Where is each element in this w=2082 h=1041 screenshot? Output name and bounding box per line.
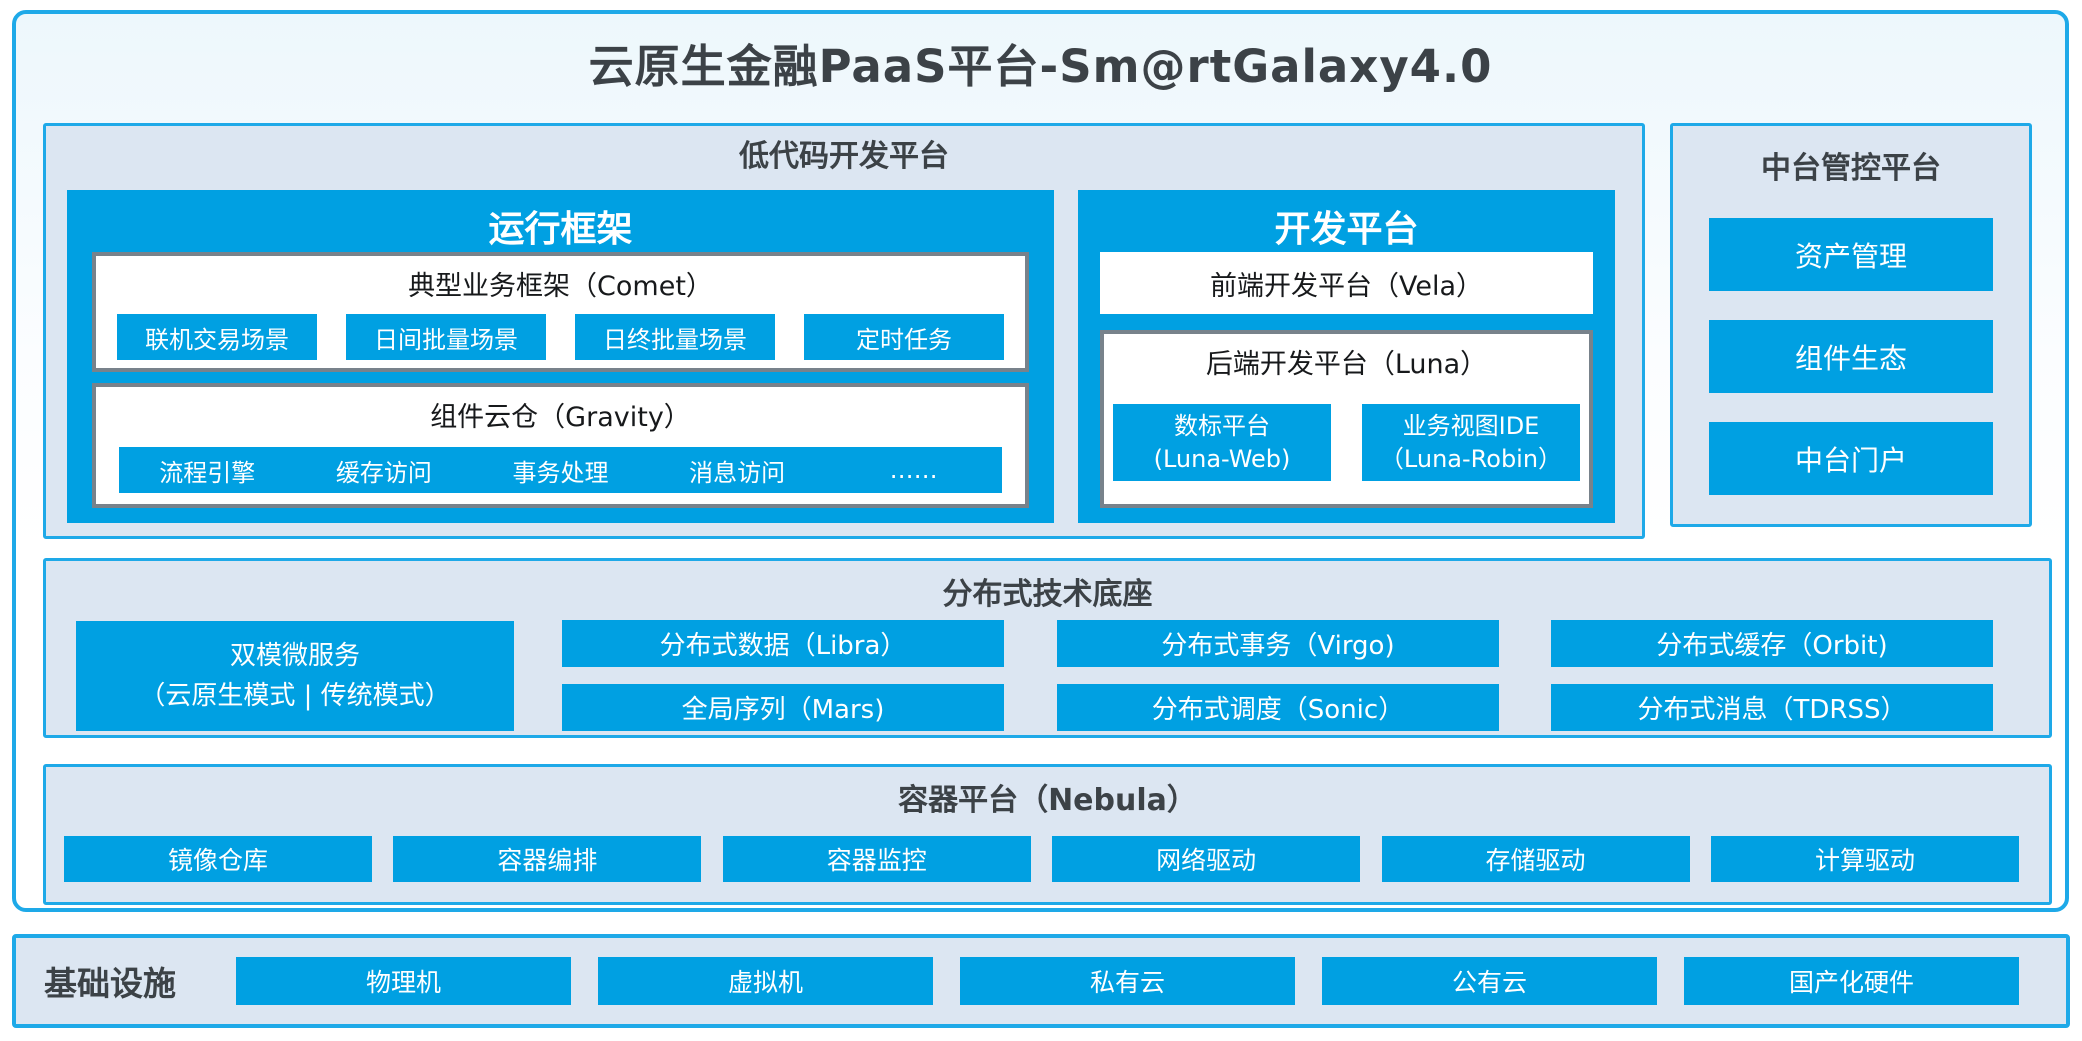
luna-robin-line1: 业务视图IDE: [1402, 412, 1540, 441]
distributed-cell: 分布式事务（Virgo): [1057, 620, 1499, 667]
runtime-framework-section: 运行框架 典型业务框架（Comet） 联机交易场景 日间批量场景 日终批量场景 …: [67, 190, 1054, 523]
outer-container: 云原生金融PaaS平台-Sm@rtGalaxy4.0 低代码开发平台 运行框架 …: [12, 10, 2069, 912]
distributed-cell: 分布式缓存（Orbit): [1551, 620, 1993, 667]
distributed-base-panel: 分布式技术底座 双模微服务 （云原生模式 | 传统模式） 分布式数据（Libra…: [43, 558, 2052, 738]
luna-box: 后端开发平台（Luna） 数标平台 (Luna-Web) 业务视图IDE （Lu…: [1100, 330, 1593, 508]
container-item: 容器编排: [393, 836, 702, 882]
dual-mode-line2: （云原生模式 | 传统模式）: [139, 681, 451, 711]
container-item: 网络驱动: [1052, 836, 1361, 882]
luna-button-row: 数标平台 (Luna-Web) 业务视图IDE （Luna-Robin）: [1113, 404, 1580, 481]
infrastructure-row: 物理机 虚拟机 私有云 公有云 国产化硬件: [236, 957, 2019, 1005]
comet-button-row: 联机交易场景 日间批量场景 日终批量场景 定时任务: [117, 314, 1004, 360]
gravity-item: 缓存访问: [295, 447, 473, 493]
gravity-button-row: 流程引擎 缓存访问 事务处理 消息访问 ……: [119, 447, 1002, 493]
luna-robin-line2: （Luna-Robin）: [1379, 444, 1563, 473]
container-platform-title: 容器平台（Nebula）: [898, 783, 1197, 818]
distributed-base-title: 分布式技术底座: [942, 577, 1153, 612]
midplatform-item: 组件生态: [1709, 320, 1993, 393]
dual-mode-line1: 双模微服务: [229, 640, 360, 671]
vela-label: 前端开发平台（Vela）: [1209, 270, 1484, 302]
luna-robin-item: 业务视图IDE （Luna-Robin）: [1362, 404, 1580, 481]
gravity-item: 流程引擎: [119, 447, 296, 493]
midplatform-panel: 中台管控平台 资产管理 组件生态 中台门户: [1670, 123, 2032, 527]
container-item: 计算驱动: [1710, 836, 2019, 882]
midplatform-item: 中台门户: [1709, 422, 1993, 495]
distributed-cell: 分布式调度（Sonic）: [1057, 684, 1499, 731]
luna-web-item: 数标平台 (Luna-Web): [1113, 404, 1331, 481]
comet-item: 日间批量场景: [346, 314, 546, 360]
comet-item: 定时任务: [804, 314, 1004, 360]
midplatform-button-column: 资产管理 组件生态 中台门户: [1673, 218, 2029, 495]
gravity-item: 事务处理: [472, 447, 649, 493]
infrastructure-item: 国产化硬件: [1684, 957, 2019, 1005]
infrastructure-item: 物理机: [236, 957, 571, 1005]
dev-platform-section: 开发平台 前端开发平台（Vela） 后端开发平台（Luna） 数标平台 (Lun…: [1078, 190, 1615, 523]
dual-mode-microservice-box: 双模微服务 （云原生模式 | 传统模式）: [76, 621, 514, 731]
infrastructure-title: 基础设施: [44, 964, 176, 1003]
runtime-framework-title: 运行框架: [488, 209, 633, 250]
comet-title: 典型业务框架（Comet）: [408, 271, 713, 302]
distributed-cell: 全局序列（Mars): [562, 684, 1004, 731]
luna-title: 后端开发平台（Luna）: [1205, 349, 1488, 380]
infrastructure-item: 私有云: [960, 957, 1295, 1005]
comet-box: 典型业务框架（Comet） 联机交易场景 日间批量场景 日终批量场景 定时任务: [92, 252, 1029, 372]
container-platform-row: 镜像仓库 容器编排 容器监控 网络驱动 存储驱动 计算驱动: [64, 836, 2019, 882]
page-title: 云原生金融PaaS平台-Sm@rtGalaxy4.0: [588, 40, 1493, 93]
container-item: 容器监控: [722, 836, 1031, 882]
midplatform-item: 资产管理: [1709, 218, 1993, 291]
vela-box: 前端开发平台（Vela）: [1100, 252, 1593, 314]
container-item: 镜像仓库: [64, 836, 372, 882]
comet-item: 日终批量场景: [575, 314, 775, 360]
midplatform-title: 中台管控平台: [1761, 151, 1941, 186]
container-platform-panel: 容器平台（Nebula） 镜像仓库 容器编排 容器监控 网络驱动 存储驱动 计算…: [43, 764, 2052, 905]
gravity-title: 组件云仓（Gravity）: [430, 402, 691, 433]
gravity-item: 消息访问: [648, 447, 826, 493]
gravity-box: 组件云仓（Gravity） 流程引擎 缓存访问 事务处理 消息访问 ……: [92, 383, 1029, 508]
infrastructure-item: 公有云: [1322, 957, 1657, 1005]
infrastructure-panel: 基础设施 物理机 虚拟机 私有云 公有云 国产化硬件: [12, 934, 2070, 1028]
lowcode-platform-title: 低代码开发平台: [739, 139, 949, 174]
distributed-cell: 分布式数据（Libra）: [562, 620, 1004, 667]
gravity-item-ellipsis: ……: [825, 447, 1002, 493]
luna-web-line1: 数标平台: [1174, 412, 1270, 441]
comet-item: 联机交易场景: [117, 314, 317, 360]
infrastructure-item: 虚拟机: [598, 957, 933, 1005]
container-item: 存储驱动: [1381, 836, 1690, 882]
luna-web-line2: (Luna-Web): [1153, 444, 1291, 473]
distributed-cell: 分布式消息（TDRSS）: [1551, 684, 1993, 731]
lowcode-platform-panel: 低代码开发平台 运行框架 典型业务框架（Comet） 联机交易场景 日间批量场景…: [43, 123, 1645, 539]
dev-platform-title: 开发平台: [1274, 209, 1419, 250]
